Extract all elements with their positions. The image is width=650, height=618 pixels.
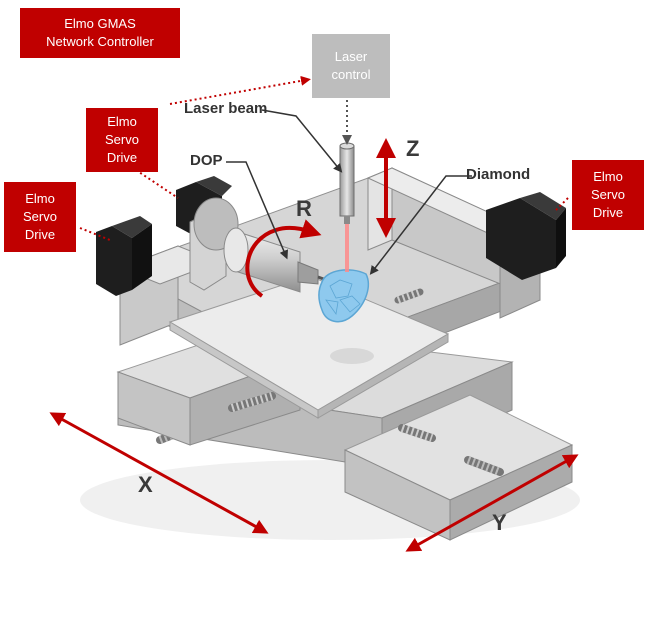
dop-leader: [226, 161, 289, 260]
x-axis-label: X: [138, 472, 153, 497]
r-rotation-arrow: [245, 219, 322, 298]
gmas-line-1: Elmo GMAS: [64, 16, 136, 31]
laser-head: [339, 142, 355, 224]
diamond-shape: [318, 269, 370, 323]
servo-drive-box-top-left: Elmo Servo Drive: [86, 108, 158, 172]
z-axis-label: Z: [406, 136, 420, 161]
motor-left: [96, 216, 152, 296]
laser-control-line-2: control: [331, 67, 371, 82]
servo-left-line-2: Servo: [23, 209, 57, 224]
servo-left-line-1: Elmo: [25, 191, 55, 206]
laser-control-line-1: Laser: [334, 49, 368, 64]
x-axis-arrow: [49, 412, 269, 534]
gmas-to-laser-link: [169, 75, 311, 105]
gmas-controller-box: Elmo GMAS Network Controller: [20, 8, 180, 58]
laser-beam-label: Laser beam: [184, 100, 268, 117]
work-plate: [168, 275, 450, 419]
mid-lead-screw: [228, 392, 276, 412]
carriage-lead-screw: [394, 288, 424, 304]
dop-spindle: [189, 197, 333, 293]
servo-top-left-line-3: Drive: [106, 150, 138, 165]
y-axis-arrow: [405, 454, 579, 552]
servo-top-left-link: [135, 169, 179, 199]
r-axis-label: R: [296, 196, 312, 221]
servo-right-line-2: Servo: [591, 187, 625, 202]
servo-top-left-line-1: Elmo: [107, 114, 137, 129]
servo-left-link: [79, 227, 111, 241]
diamond-leader: [369, 175, 472, 275]
y-axis-label: Y: [492, 510, 507, 535]
laser-beam-leader: [261, 109, 343, 173]
servo-drive-box-left: Elmo Servo Drive: [4, 182, 76, 252]
motor-right: [486, 192, 566, 280]
laser-control-box: Laser control: [312, 34, 390, 98]
gmas-line-2: Network Controller: [46, 34, 154, 49]
dop-label: DOP: [190, 152, 223, 169]
servo-right-line-3: Drive: [592, 205, 624, 220]
servo-right-line-1: Elmo: [593, 169, 623, 184]
diamond-label: Diamond: [466, 166, 531, 183]
servo-left-line-3: Drive: [24, 227, 56, 242]
servo-top-left-line-2: Servo: [105, 132, 139, 147]
servo-drive-box-right: Elmo Servo Drive: [572, 160, 644, 230]
